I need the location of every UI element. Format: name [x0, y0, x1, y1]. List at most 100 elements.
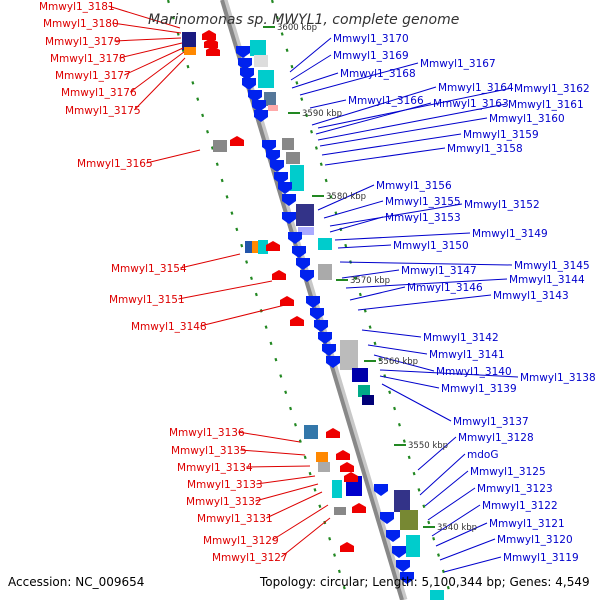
leader-line-left: [280, 517, 331, 558]
leader-line-left: [112, 22, 182, 34]
leader-line-right: [367, 344, 428, 355]
genome-title: Marinomonas sp. MWYL1, complete genome: [148, 12, 459, 28]
leader-line-right: [443, 556, 502, 573]
leader-line-right: [379, 375, 440, 389]
leader-line-right: [291, 72, 339, 89]
gene-arrow-reverse: [236, 46, 250, 58]
gene-arrow-reverse: [386, 530, 400, 542]
left-gene-label: Mmwyl1_3154: [111, 263, 187, 275]
right-gene-label: Mmwyl1_3168: [340, 68, 416, 80]
left-gene-label: Mmwyl1_3148: [131, 321, 207, 333]
left-gene-label: Mmwyl1_3165: [77, 158, 153, 170]
leader-line-right: [315, 102, 432, 135]
leader-line-left: [146, 149, 201, 164]
gene-block: [282, 138, 294, 150]
right-gene-label: Mmwyl1_3149: [472, 228, 548, 240]
leader-line-left: [238, 431, 301, 443]
left-gene-label: Mmwyl1_3178: [50, 53, 126, 65]
gene-block: [334, 507, 346, 515]
leader-line-right: [334, 232, 471, 241]
right-gene-label: Mmwyl1_3160: [489, 113, 565, 125]
left-gene-label: Mmwyl1_3180: [43, 18, 119, 30]
gene-block: [304, 425, 318, 439]
right-gene-label: Mmwyl1_3147: [401, 265, 477, 277]
gene-arrow-reverse: [238, 58, 252, 70]
right-gene-label: Mmwyl1_3138: [520, 372, 596, 384]
right-gene-label: Mmwyl1_3166: [348, 95, 424, 107]
gene-arrow-reverse: [270, 160, 284, 172]
leader-line-right: [419, 453, 466, 496]
gene-arrow-reverse: [242, 78, 256, 90]
leader-line-left: [246, 465, 311, 468]
right-gene-label: Mmwyl1_3128: [458, 432, 534, 444]
gene-block: [362, 395, 374, 405]
right-gene-label: Mmwyl1_3162: [514, 83, 590, 95]
gene-layer: [182, 30, 444, 600]
right-gene-label: mdoG: [467, 449, 498, 461]
left-gene-label: Mmwyl1_3175: [65, 105, 141, 117]
gene-arrow-forward: [206, 46, 220, 56]
leader-line-right: [439, 538, 496, 561]
gene-block: [264, 92, 276, 106]
gene-arrow-reverse: [274, 172, 288, 184]
gene-block: [352, 368, 368, 382]
leader-line-left: [256, 475, 316, 485]
scale-label: 3550 kbp: [408, 441, 448, 451]
gene-arrow-reverse: [278, 182, 292, 194]
left-gene-label: Mmwyl1_3151: [109, 294, 185, 306]
leader-line-left: [108, 5, 181, 29]
leader-line-right: [339, 261, 513, 266]
leader-line-right: [431, 504, 481, 537]
right-gene-label: Mmwyl1_3140: [436, 366, 512, 378]
leader-line-right: [317, 87, 513, 129]
gene-block: [184, 47, 196, 55]
gene-block: [316, 452, 328, 462]
dotted-track-2: [270, 0, 454, 600]
leader-line-right: [317, 103, 507, 141]
left-gene-label: Mmwyl1_3177: [55, 70, 131, 82]
gene-block: [340, 340, 358, 370]
gene-arrow-reverse: [248, 90, 262, 102]
gene-arrow-forward: [326, 428, 340, 438]
topology-text: Topology: circular; Length: 5,100,344 bp…: [259, 575, 590, 589]
leader-line-left: [178, 280, 273, 300]
left-gene-label: Mmwyl1_3181: [39, 1, 115, 13]
gene-arrow-reverse: [326, 356, 340, 368]
gene-arrow-reverse: [288, 232, 302, 244]
gene-arrow-forward: [352, 503, 366, 513]
right-gene-label: Mmwyl1_3122: [482, 500, 558, 512]
left-gene-label: Mmwyl1_3176: [61, 87, 137, 99]
leader-line-right: [361, 329, 422, 338]
gene-arrow-reverse: [322, 344, 336, 356]
left-gene-label: Mmwyl1_3131: [197, 513, 273, 525]
leader-line-right: [373, 354, 435, 372]
right-gene-label: Mmwyl1_3155: [385, 196, 461, 208]
leader-line-left: [200, 304, 286, 327]
leader-line-right: [289, 37, 332, 73]
left-gene-label: Mmwyl1_3127: [212, 552, 288, 564]
right-gene-label: Mmwyl1_3119: [503, 552, 579, 564]
gene-arrow-forward: [266, 241, 280, 251]
leader-line-right: [417, 436, 457, 471]
gene-arrow-forward: [202, 30, 216, 40]
right-gene-label: Mmwyl1_3145: [514, 260, 590, 272]
scale-label: 3540 kbp: [437, 523, 477, 533]
gene-arrow-forward: [290, 316, 304, 326]
leader-line-right: [290, 54, 332, 81]
gene-arrow-reverse: [392, 546, 406, 558]
left-gene-label: Mmwyl1_3136: [169, 427, 245, 439]
right-gene-label: Mmwyl1_3158: [447, 143, 523, 155]
right-gene-label: Mmwyl1_3139: [441, 383, 517, 395]
gene-arrow-reverse: [374, 484, 388, 496]
leader-line-right: [424, 470, 469, 507]
right-gene-label: Mmwyl1_3161: [508, 99, 584, 111]
leader-line-right: [309, 99, 347, 109]
leader-line-right: [321, 133, 462, 156]
right-gene-label: Mmwyl1_3121: [489, 518, 565, 530]
gene-block: [430, 590, 444, 600]
gene-block: [245, 241, 253, 253]
leader-line-left: [133, 57, 186, 111]
gene-arrow-reverse: [314, 320, 328, 332]
